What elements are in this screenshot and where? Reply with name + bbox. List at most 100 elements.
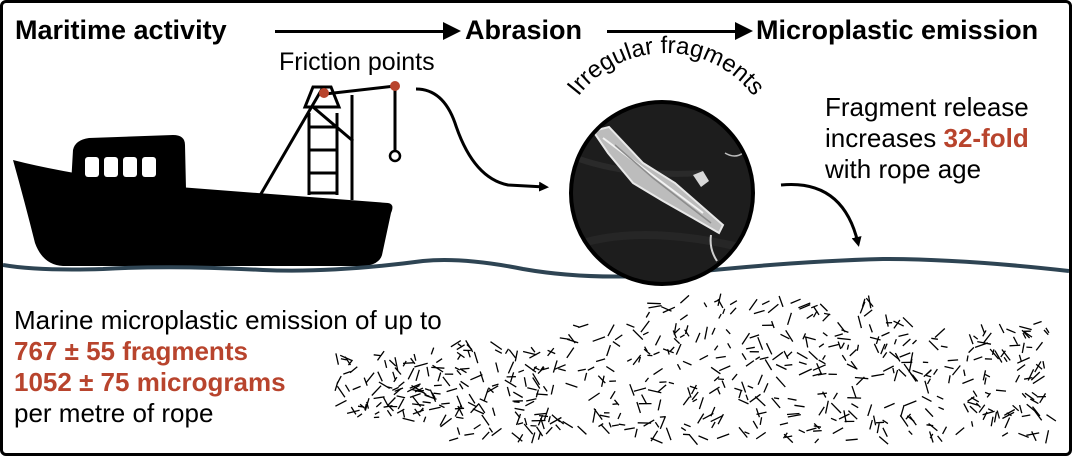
microplastic-fragment bbox=[779, 422, 789, 426]
microplastic-fragment bbox=[1003, 408, 1016, 416]
microplastic-fragment bbox=[684, 325, 689, 335]
microplastic-fragment bbox=[928, 422, 938, 432]
microplastic-fragment bbox=[882, 365, 894, 372]
microplastic-fragment bbox=[566, 347, 575, 359]
microplastic-fragment bbox=[431, 392, 436, 399]
microplastic-fragment bbox=[843, 410, 847, 423]
microplastic-fragment bbox=[806, 427, 817, 432]
microplastic-fragment bbox=[745, 360, 755, 367]
microplastic-fragment bbox=[912, 369, 924, 375]
microplastic-fragment bbox=[449, 437, 459, 442]
microplastic-fragment bbox=[755, 356, 761, 361]
microplastic-fragment bbox=[745, 346, 755, 350]
microplastic-fragment bbox=[334, 381, 339, 391]
microplastic-fragment bbox=[572, 324, 580, 328]
microplastic-fragment bbox=[908, 430, 913, 436]
microplastic-fragment bbox=[600, 424, 610, 435]
microplastic-fragment bbox=[875, 336, 880, 345]
microplastic-fragment bbox=[532, 373, 541, 386]
microplastic-fragment bbox=[588, 392, 600, 402]
microplastic-fragment bbox=[487, 387, 494, 394]
microplastic-fragment bbox=[558, 419, 565, 425]
microplastic-fragment bbox=[402, 417, 415, 422]
microplastic-fragment bbox=[481, 431, 490, 440]
microplastic-fragment bbox=[624, 427, 635, 431]
microplastic-fragment bbox=[378, 381, 391, 389]
microplastic-fragment bbox=[634, 428, 638, 438]
microplastic-fragment bbox=[1027, 369, 1035, 381]
microplastic-fragment bbox=[565, 382, 578, 388]
microplastic-fragment bbox=[812, 310, 818, 318]
microplastic-fragment bbox=[727, 342, 732, 349]
microplastic-fragment bbox=[344, 356, 352, 366]
microplastic-fragment bbox=[875, 421, 885, 424]
microplastic-fragment bbox=[898, 333, 909, 338]
microplastic-fragment bbox=[504, 348, 510, 355]
microplastic-fragment bbox=[409, 392, 421, 399]
microplastic-fragment bbox=[691, 384, 697, 395]
microplastic-fragment bbox=[823, 312, 831, 316]
microplastic-fragment bbox=[755, 431, 767, 440]
microplastic-fragment bbox=[855, 376, 865, 386]
microplastic-fragment bbox=[523, 377, 527, 387]
microplastic-fragment bbox=[377, 371, 383, 382]
microplastic-fragment bbox=[1021, 414, 1031, 418]
microplastic-fragment bbox=[437, 372, 442, 382]
microplastic-fragment bbox=[687, 387, 692, 398]
microplastic-fragment bbox=[785, 329, 794, 342]
microplastic-particles-icon bbox=[334, 293, 1057, 446]
microplastic-fragment bbox=[718, 313, 722, 319]
microplastic-fragment bbox=[818, 343, 825, 348]
sem-micrograph-icon bbox=[569, 100, 755, 286]
microplastic-fragment bbox=[672, 330, 678, 339]
microplastic-fragment bbox=[767, 303, 779, 314]
microplastic-fragment bbox=[549, 416, 562, 425]
microplastic-fragment bbox=[402, 362, 415, 365]
microplastic-fragment bbox=[392, 386, 399, 391]
microplastic-fragment bbox=[969, 405, 978, 414]
microplastic-fragment bbox=[982, 411, 988, 421]
microplastic-fragment bbox=[584, 372, 588, 381]
microplastic-fragment bbox=[657, 384, 667, 393]
microplastic-fragment bbox=[851, 385, 857, 399]
microplastic-fragment bbox=[798, 368, 812, 376]
microplastic-fragment bbox=[1026, 432, 1040, 436]
microplastic-fragment bbox=[847, 410, 858, 420]
microplastic-fragment bbox=[479, 398, 488, 403]
microplastic-fragment bbox=[837, 341, 842, 350]
microplastic-fragment bbox=[467, 401, 478, 408]
microplastic-fragment bbox=[929, 433, 934, 439]
microplastic-fragment bbox=[752, 420, 759, 429]
microplastic-fragment bbox=[909, 416, 917, 426]
microplastic-fragment bbox=[459, 368, 467, 374]
microplastic-fragment bbox=[695, 332, 701, 343]
microplastic-fragment bbox=[830, 402, 842, 414]
microplastic-fragment bbox=[592, 408, 597, 423]
microplastic-fragment bbox=[509, 372, 515, 383]
microplastic-fragment bbox=[629, 383, 635, 396]
microplastic-fragment bbox=[967, 396, 975, 402]
release-line-2: increases 32-fold bbox=[825, 123, 1029, 154]
microplastic-fragment bbox=[467, 349, 471, 358]
microplastic-fragment bbox=[1042, 360, 1046, 369]
microplastic-fragment bbox=[335, 399, 347, 407]
microplastic-fragment bbox=[808, 350, 819, 361]
microplastic-fragment bbox=[970, 396, 980, 403]
microplastic-fragment bbox=[828, 343, 839, 348]
microplastic-fragment bbox=[392, 371, 397, 381]
microplastic-fragment bbox=[775, 363, 787, 371]
microplastic-fragment bbox=[786, 351, 793, 358]
microplastic-fragment bbox=[673, 337, 681, 345]
microplastic-fragment bbox=[747, 385, 754, 389]
microplastic-fragment bbox=[1004, 417, 1011, 429]
microplastic-fragment bbox=[924, 380, 930, 394]
microplastic-fragment bbox=[1006, 328, 1016, 334]
microplastic-fragment bbox=[1021, 329, 1031, 339]
release-fold-value: 32-fold bbox=[943, 123, 1029, 153]
microplastic-fragment bbox=[867, 404, 873, 417]
microplastic-fragment bbox=[522, 350, 537, 356]
release-line-2-prefix: increases bbox=[825, 123, 944, 153]
microplastic-fragment bbox=[661, 306, 672, 312]
microplastic-fragment bbox=[595, 358, 606, 363]
microplastic-fragment bbox=[924, 408, 934, 418]
